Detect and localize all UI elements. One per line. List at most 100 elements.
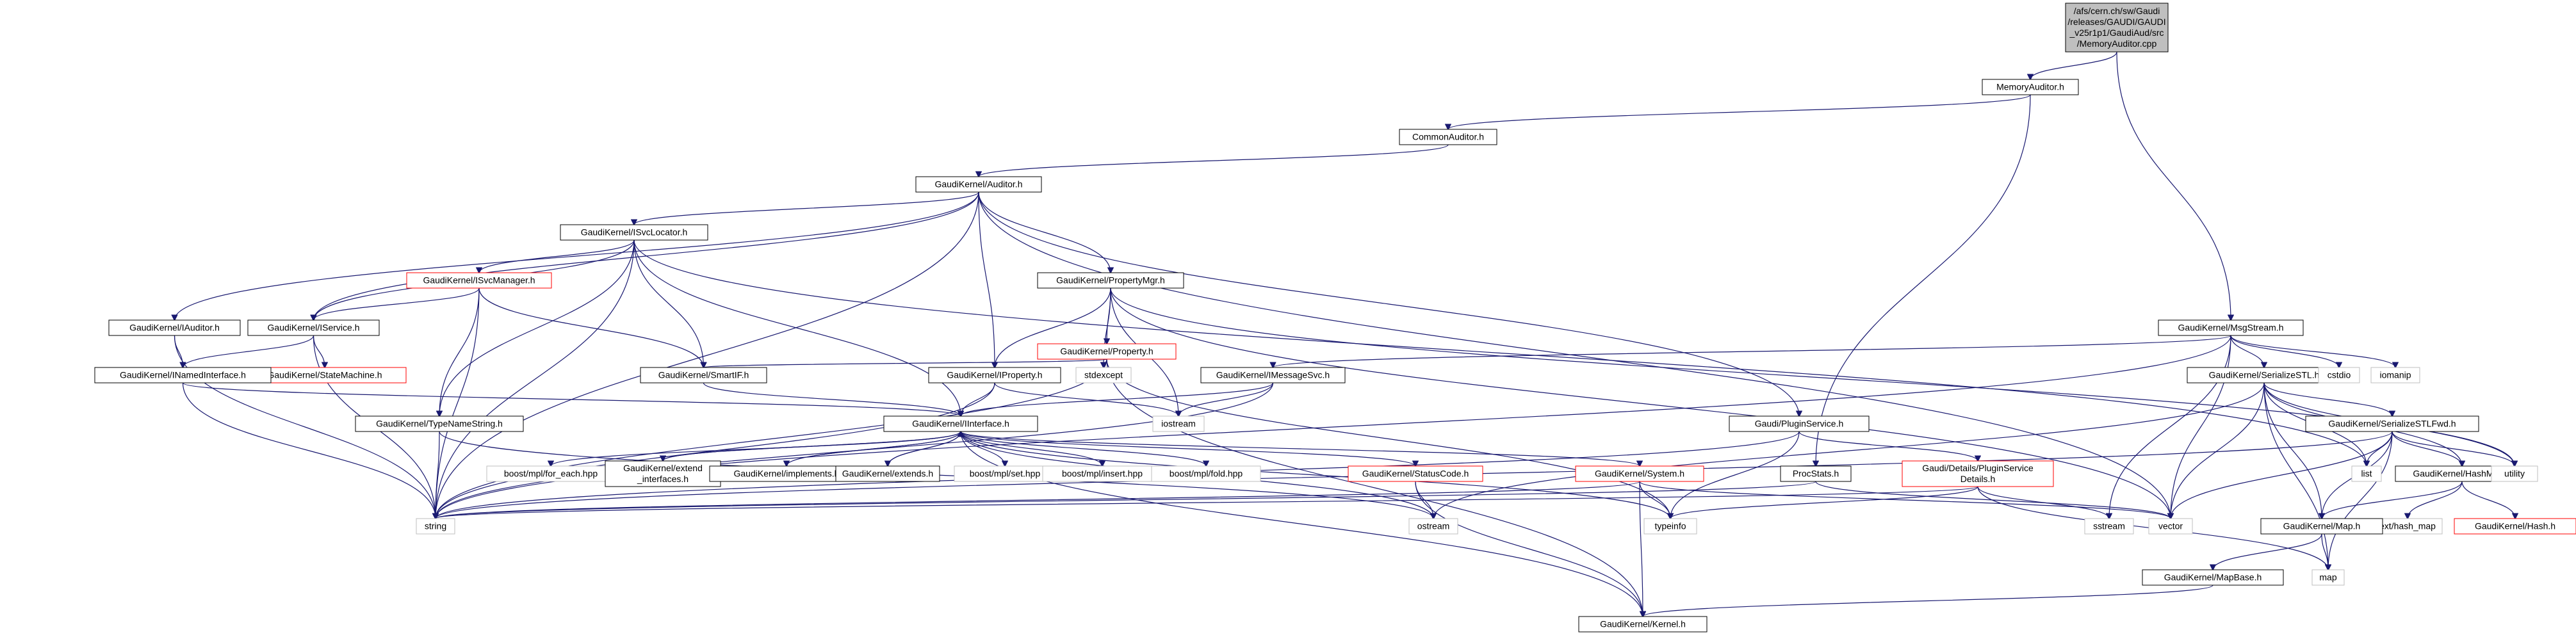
- node-box: [1152, 415, 1205, 432]
- edge-auditor-to-vector: [978, 191, 2171, 519]
- node-label: GaudiKernel/MapBase.h: [2164, 572, 2262, 583]
- edge-propmgr-to-vector: [1110, 287, 2171, 519]
- node-svclocator[interactable]: GaudiKernel/ISvcLocator.h: [560, 224, 708, 241]
- node-label: GaudiKernel/SmartIF.h: [658, 370, 749, 380]
- edge-system-to-vector: [1639, 481, 2171, 519]
- node-isvcmgr[interactable]: GaudiKernel/ISvcManager.h: [406, 272, 552, 289]
- node-label: _interfaces.h: [637, 474, 689, 484]
- edge-memaud-to-procstats: [1816, 94, 2031, 466]
- node-box: [1399, 129, 1497, 145]
- node-vector: vector: [2148, 518, 2193, 535]
- node-procstats[interactable]: ProcStats.h: [1780, 465, 1852, 482]
- node-label: stdexcept: [1084, 370, 1123, 380]
- node-extendif[interactable]: GaudiKernel/extend_interfaces.h: [605, 460, 721, 487]
- edge-imsgsvc-to-iinterface: [961, 382, 1274, 416]
- edge-serstl-to-ostream: [1433, 382, 2265, 519]
- edge-property-to-smartif: [704, 359, 1107, 367]
- node-box: [1037, 272, 1184, 289]
- node-label: CommonAuditor.h: [1412, 132, 1484, 142]
- edge-propmgr-to-iproperty: [995, 287, 1111, 367]
- node-label: typeinfo: [1654, 521, 1686, 531]
- node-typename[interactable]: GaudiKernel/TypeNameString.h: [355, 415, 524, 432]
- edge-property-to-kernel: [1106, 359, 1643, 617]
- node-box: [2305, 415, 2479, 432]
- edge-serstl-to-map: [2263, 382, 2328, 570]
- edge-serstl-to-map_h: [2263, 382, 2322, 519]
- node-label: GaudiKernel/SerializeSTLFwd.h: [2328, 419, 2456, 429]
- node-serstlfwd[interactable]: GaudiKernel/SerializeSTLFwd.h: [2305, 415, 2479, 432]
- edge-iservice-to-inamed: [183, 335, 314, 367]
- node-utility: utility: [2491, 465, 2538, 482]
- edge-serstlfwd-to-list: [2367, 431, 2393, 466]
- node-label: ProcStats.h: [1793, 469, 1839, 479]
- node-mplfold: boost/mpl/fold.hpp: [1151, 465, 1261, 482]
- node-statuscode[interactable]: GaudiKernel/StatusCode.h: [1348, 465, 1483, 482]
- node-label: GaudiKernel/extend: [623, 463, 703, 473]
- node-propmgr[interactable]: GaudiKernel/PropertyMgr.h: [1037, 272, 1184, 289]
- edge-auditor-to-svclocator: [634, 191, 979, 225]
- node-box: [1643, 518, 1697, 535]
- node-kernel[interactable]: GaudiKernel/Kernel.h: [1578, 616, 1708, 633]
- edge-msgstream-to-cstdio: [2230, 335, 2339, 367]
- node-label: Details.h: [1961, 474, 1995, 484]
- node-system[interactable]: GaudiKernel/System.h: [1575, 465, 1704, 482]
- node-label: _v25r1p1/GaudiAud/src: [2069, 28, 2164, 38]
- node-sstream: sstream: [2084, 518, 2134, 535]
- node-mapbase[interactable]: GaudiKernel/MapBase.h: [2142, 569, 2284, 586]
- edge-isvcmgr-to-smartif: [478, 287, 704, 367]
- node-box: [954, 465, 1056, 482]
- node-label: GaudiKernel/IMessageSvc.h: [1216, 370, 1330, 380]
- node-label: map: [2319, 572, 2336, 583]
- node-box: [108, 319, 241, 336]
- edge-msgstream-to-string: [436, 335, 2231, 519]
- node-label: GaudiKernel/extends.h: [842, 469, 933, 479]
- edge-msgstream-to-vector: [2171, 335, 2231, 519]
- node-extends[interactable]: GaudiKernel/extends.h: [835, 465, 940, 482]
- node-label: vector: [2158, 521, 2183, 531]
- edge-extends-to-iinterface: [887, 431, 961, 467]
- node-box: [1348, 465, 1483, 482]
- node-box: [1780, 465, 1852, 482]
- edge-serstlfwd-to-utility: [2392, 431, 2515, 466]
- node-map_h[interactable]: GaudiKernel/Map.h: [2260, 518, 2383, 535]
- edge-map_h-to-mapbase: [2213, 533, 2322, 570]
- node-label: GaudiKernel/Auditor.h: [935, 179, 1023, 189]
- node-iinterface[interactable]: GaudiKernel/IInterface.h: [883, 415, 1038, 432]
- node-box: [1575, 465, 1704, 482]
- edge-auditor-to-propmgr: [978, 191, 1111, 273]
- node-imsgsvc[interactable]: GaudiKernel/IMessageSvc.h: [1200, 367, 1346, 383]
- node-label: /MemoryAuditor.cpp: [2077, 38, 2157, 49]
- dependency-nodes: /afs/cern.ch/sw/Gaudi/releases/GAUDI/GAU…: [94, 3, 2576, 633]
- node-smartif[interactable]: GaudiKernel/SmartIF.h: [640, 367, 767, 383]
- node-label: Gaudi/PluginService.h: [1755, 419, 1844, 429]
- node-pluginsvc[interactable]: Gaudi/PluginService.h: [1729, 415, 1870, 432]
- node-iservice[interactable]: GaudiKernel/IService.h: [247, 319, 380, 336]
- node-memaud[interactable]: MemoryAuditor.h: [1982, 79, 2079, 95]
- node-label: GaudiKernel/ISvcManager.h: [423, 275, 535, 286]
- node-label: MemoryAuditor.h: [1996, 82, 2064, 92]
- node-msgstream[interactable]: GaudiKernel/MsgStream.h: [2158, 319, 2304, 336]
- edge-procstats-to-string: [436, 481, 1816, 519]
- node-box: [1151, 465, 1261, 482]
- node-box: [486, 465, 615, 482]
- node-serstl[interactable]: GaudiKernel/SerializeSTL.h: [2187, 367, 2342, 383]
- edge-root-to-msgstream: [2116, 51, 2231, 320]
- edge-hashmap-to-extmap: [2408, 481, 2463, 519]
- node-box: [2311, 569, 2345, 586]
- node-property[interactable]: GaudiKernel/Property.h: [1037, 343, 1177, 360]
- node-hash[interactable]: GaudiKernel/Hash.h: [2454, 518, 2576, 535]
- node-box: [2158, 319, 2304, 336]
- edge-serstl-to-serstlfwd: [2263, 382, 2392, 416]
- node-inamed[interactable]: GaudiKernel/INamedInterface.h: [94, 367, 272, 383]
- node-iauditor[interactable]: GaudiKernel/IAuditor.h: [108, 319, 241, 336]
- node-commonaud[interactable]: CommonAuditor.h: [1399, 129, 1497, 145]
- node-root[interactable]: /afs/cern.ch/sw/Gaudi/releases/GAUDI/GAU…: [2065, 3, 2169, 52]
- node-label: GaudiKernel/SerializeSTL.h: [2209, 370, 2320, 380]
- node-iproperty[interactable]: GaudiKernel/IProperty.h: [928, 367, 1061, 383]
- edge-inamed-to-iinterface: [182, 382, 961, 416]
- edge-msgstream-to-imsgsvc: [1273, 335, 2231, 367]
- node-label: iostream: [1161, 419, 1196, 429]
- node-auditor[interactable]: GaudiKernel/Auditor.h: [915, 176, 1042, 193]
